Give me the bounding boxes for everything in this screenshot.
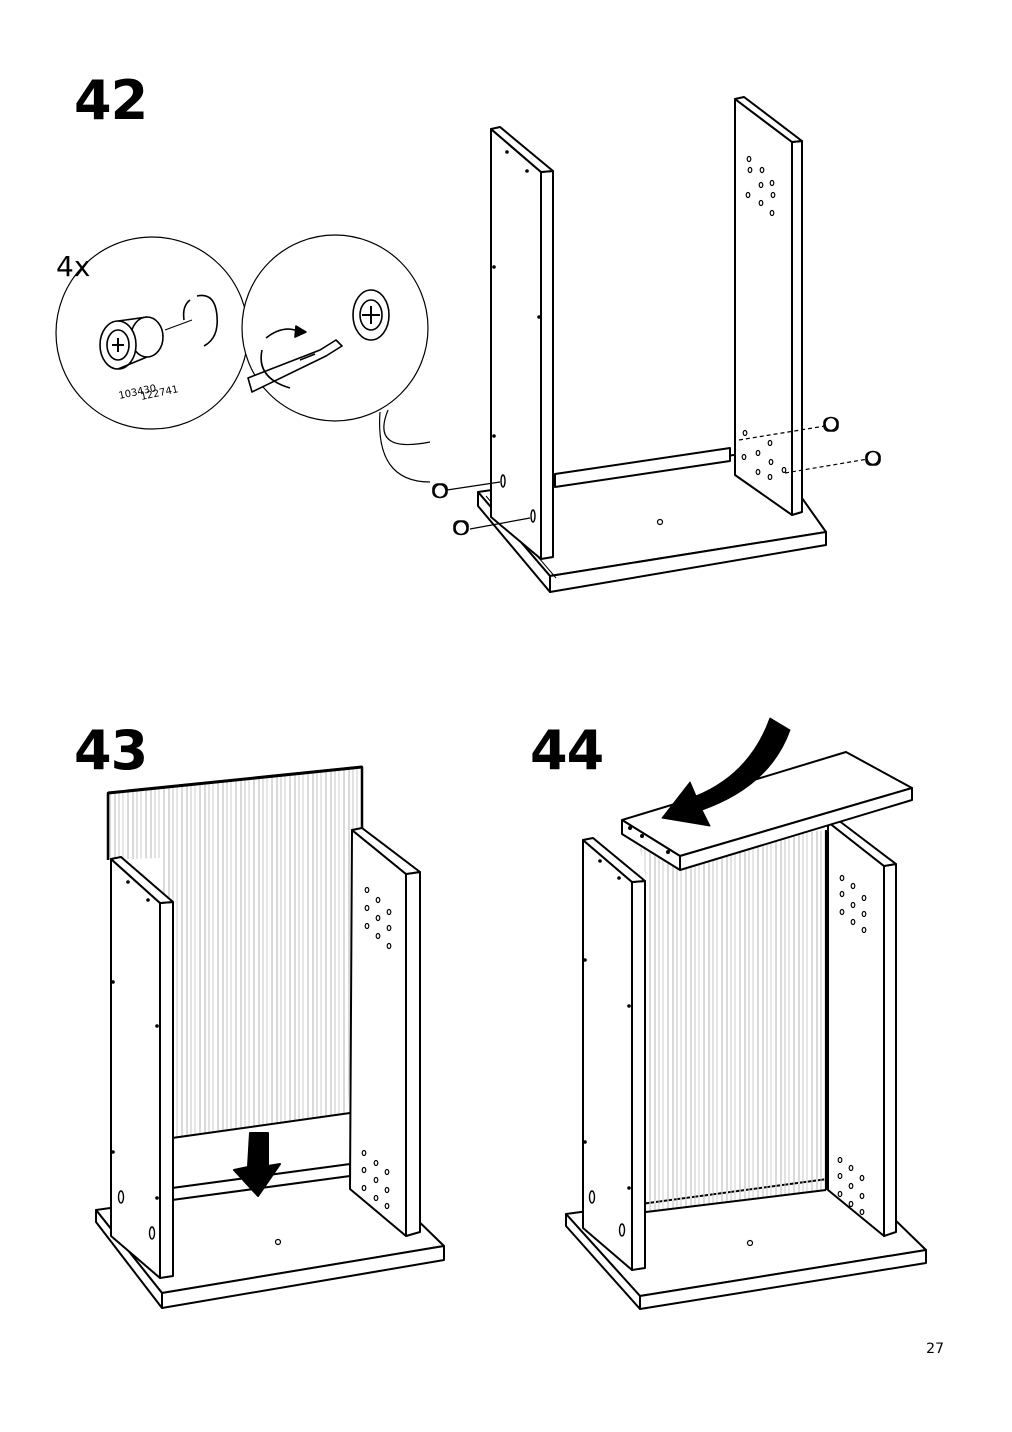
back-rail-42: [554, 447, 731, 488]
detail-callout-right: [241, 234, 431, 483]
step42-illustration: 103430 122741 4x: [55, 96, 881, 593]
curved-arrow-icon: [661, 717, 791, 827]
cam-lock-icon: [352, 289, 390, 341]
down-arrow-icon: [233, 1132, 281, 1197]
left-side-panel-43: [110, 856, 174, 1279]
step43-illustration: [95, 765, 445, 1309]
back-panel-44: [640, 830, 828, 1213]
left-side-panel-42: [490, 126, 554, 560]
step-number-42: 42: [74, 69, 148, 132]
step-number-44: 44: [530, 719, 604, 782]
cam-lock-icon: [432, 416, 881, 536]
step44-illustration: [565, 717, 927, 1310]
right-side-panel-43: [349, 827, 421, 1237]
top-panel-44: [621, 751, 913, 871]
quantity-label: 4x: [56, 250, 90, 283]
cam-lock-icon: [99, 294, 219, 370]
right-side-panel-44: [827, 819, 897, 1237]
left-side-panel-44: [582, 837, 646, 1271]
page-number: 27: [926, 1341, 944, 1357]
rotate-arrow-icon: [260, 325, 307, 389]
step-number-43: 43: [74, 719, 148, 782]
detail-callout-left: 103430 122741: [55, 236, 249, 430]
right-side-panel-42: [734, 96, 803, 516]
cam-housings-42: [432, 416, 881, 536]
